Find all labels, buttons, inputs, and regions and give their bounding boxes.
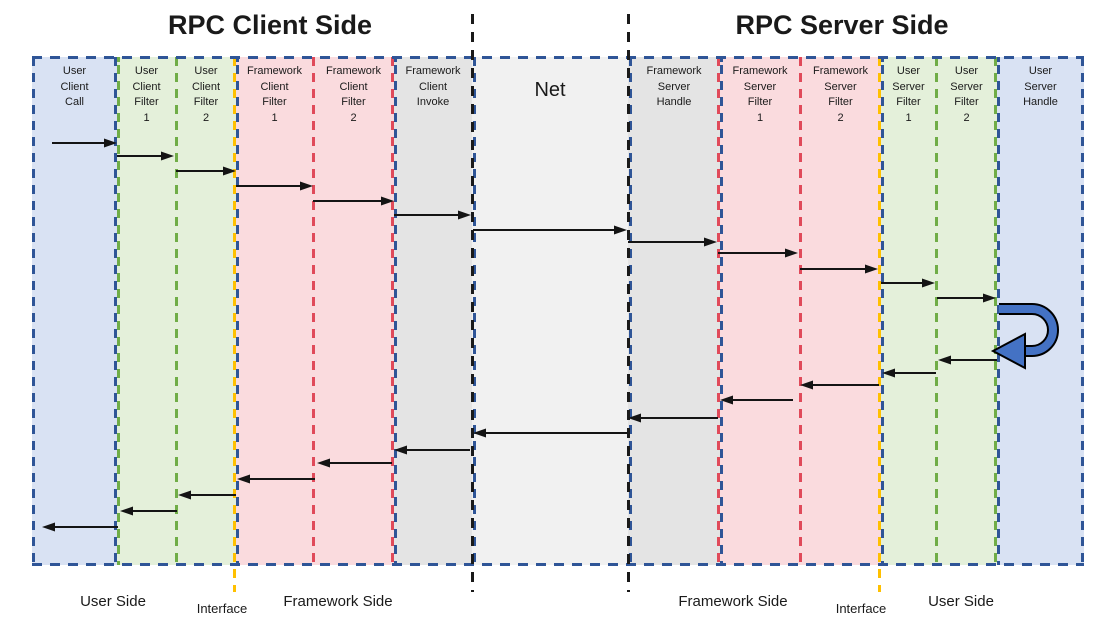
lane-user-client-filter-2: User Client Filter 2 (176, 57, 236, 565)
message-arrow-head (720, 395, 733, 405)
message-arrow-head (614, 225, 627, 235)
lane-label-user-client-call: User Client Call (60, 65, 89, 108)
message-arrow-head (300, 181, 313, 191)
lane-user-client-call: User Client Call (32, 57, 117, 565)
separator-line (997, 57, 1000, 565)
separator-line (994, 57, 997, 565)
footer-label-interface-right: Interface (835, 601, 887, 616)
message-arrow-head (865, 264, 878, 274)
separator-line (391, 57, 394, 565)
message-arrow-head (237, 474, 250, 484)
message-arrow-head (922, 278, 935, 288)
lane-label-framework-client-filter-2: Framework Client Filter 2 (325, 65, 381, 124)
separator-line (233, 57, 236, 592)
net-boundary-line (471, 14, 474, 592)
frame-border (32, 563, 1084, 566)
separator-line (1081, 57, 1084, 565)
message-arrow-head (458, 210, 471, 220)
message-arrow-head (394, 445, 407, 455)
lane-user-server-filter-2: User Server Filter 2 (936, 57, 997, 565)
message-arrow-head (317, 458, 330, 468)
lane-label-user-server-filter-1: User Server Filter 1 (892, 65, 925, 124)
separator-line (798, 57, 802, 565)
separator-line (114, 57, 117, 565)
message-arrow-head (882, 368, 895, 378)
lane-framework-client-invoke: Framework Client Invoke (394, 57, 472, 565)
footer-label-user-side-right: User Side (928, 593, 994, 610)
message-arrow-head (42, 522, 55, 532)
lane-user-server-filter-1: User Server Filter 1 (881, 57, 936, 565)
separator-line (720, 57, 723, 565)
separator-line (934, 57, 938, 565)
lane-label-user-client-filter-1: User Client Filter 1 (132, 65, 161, 124)
net-boundary-line (627, 14, 630, 592)
message-arrow-head (628, 413, 641, 423)
lane-framework-server-filter-1: Framework Server Filter 1 (720, 57, 800, 565)
separator-line (717, 57, 720, 565)
message-arrow-head (704, 237, 717, 247)
lane-label-user-server-filter-2: User Server Filter 2 (950, 65, 983, 124)
separator-line (628, 57, 632, 565)
lane-label-framework-client-invoke: Framework Client Invoke (405, 65, 461, 108)
message-arrow-head (223, 166, 236, 176)
lane-framework-server-filter-2: Framework Server Filter 2 (800, 57, 881, 565)
message-arrow-head (800, 380, 813, 390)
message-arrow-head (104, 138, 117, 148)
footer-label-framework-side-right: Framework Side (678, 593, 788, 610)
separator-line (878, 57, 881, 592)
lane-label-user-client-filter-2: User Client Filter 2 (191, 65, 221, 124)
message-arrow-head (473, 428, 486, 438)
lane-label-framework-server-handle: Framework Server Handle (646, 65, 702, 108)
separator-line (472, 57, 476, 565)
message-arrow-head (983, 293, 996, 303)
message-arrow-head (120, 506, 133, 516)
footer-label-framework-side-left: Framework Side (283, 593, 393, 610)
lane-label-framework-client-filter-1: Framework Client Filter 1 (246, 65, 302, 124)
message-arrow-head (381, 196, 394, 206)
loop-arrow-band (999, 305, 1057, 355)
lane-framework-client-filter-2: Framework Client Filter 2 (313, 57, 394, 565)
loop-arrow-head (990, 332, 1026, 370)
footer-label-interface-left: Interface (196, 601, 248, 616)
message-arrow-head (785, 248, 798, 258)
message-arrow-head (938, 355, 951, 365)
server-side-title: RPC Server Side (735, 10, 949, 40)
client-side-title: RPC Client Side (167, 10, 373, 40)
lane-label-framework-server-filter-2: Framework Server Filter 2 (812, 65, 868, 124)
lane-net: Net (472, 57, 628, 565)
separator-line (881, 57, 884, 565)
message-arrow-head (178, 490, 191, 500)
footer-label-user-side-left: User Side (80, 593, 146, 610)
lane-user-client-filter-1: User Client Filter 1 (117, 57, 176, 565)
message-arrow-head (161, 151, 174, 161)
lane-label-net: Net (534, 79, 566, 101)
separator-line (117, 57, 120, 565)
separator-line (32, 57, 35, 565)
separator-line (311, 57, 315, 565)
frame-border (32, 56, 1084, 59)
separator-line (394, 57, 397, 565)
lane-label-user-server-handle: User Server Handle (1023, 65, 1058, 108)
lane-label-framework-server-filter-1: Framework Server Filter 1 (732, 65, 788, 124)
lane-framework-server-handle: Framework Server Handle (628, 57, 720, 565)
separator-line (174, 57, 178, 565)
separator-line (236, 57, 239, 565)
